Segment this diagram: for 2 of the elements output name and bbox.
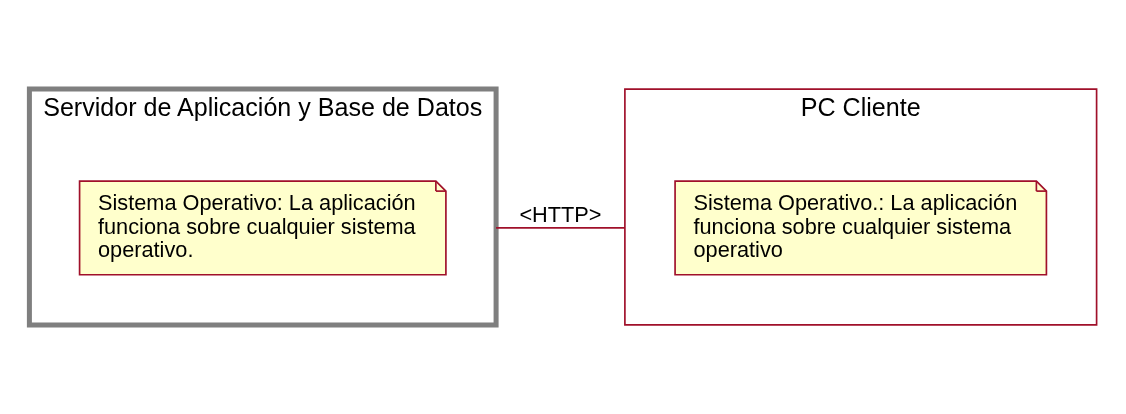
edge-label: <HTTP> bbox=[519, 201, 602, 227]
connector bbox=[495, 227, 626, 229]
